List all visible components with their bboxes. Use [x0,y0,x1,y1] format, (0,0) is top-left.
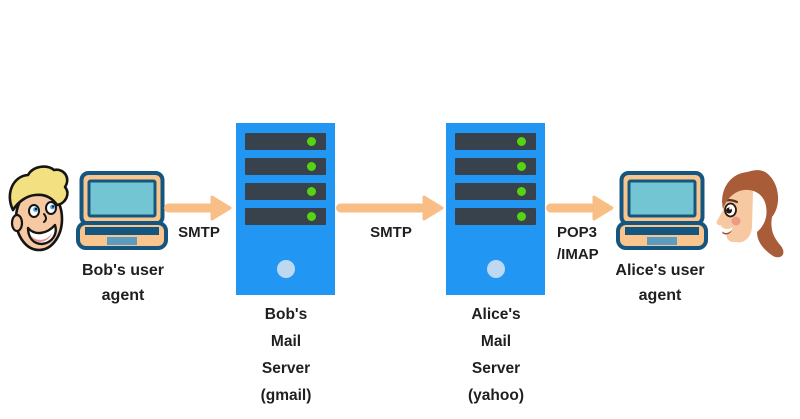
bob-laptop-icon [76,171,168,250]
alice-mail-server-icon [446,123,545,295]
led-icon [517,187,526,196]
power-light-icon [486,260,505,278]
led-icon [307,162,316,171]
smtp-label-1: SMTP [178,224,220,241]
arrow-right-icon-3 [546,195,614,221]
led-icon [307,212,316,221]
led-icon [517,162,526,171]
arrow-right-icon-2 [336,195,444,221]
rack-unit [455,208,536,225]
rack-unit [245,208,326,225]
smtp-label-2: SMTP [370,224,412,241]
power-light-icon [276,260,295,278]
server-rack [446,123,545,225]
bob-user-agent-label: Bob's user agent [81,262,165,304]
rack-unit [455,158,536,175]
alice-user-agent-label: Alice's user agent [615,262,705,304]
rack-unit [455,183,536,200]
led-icon [307,137,316,146]
led-icon [517,212,526,221]
arrow-right-icon-1 [164,195,232,221]
rack-unit [245,183,326,200]
led-icon [517,137,526,146]
rack-unit [245,158,326,175]
led-icon [307,187,316,196]
alice-laptop-icon [616,171,708,250]
bob-avatar-icon [8,165,69,252]
bob-mail-server-icon [236,123,335,295]
server-rack [236,123,335,225]
rack-unit [245,133,326,150]
rack-unit [455,133,536,150]
pop3-imap-label: POP3 /IMAP [557,224,599,263]
alice-mail-server-label: Alice's Mail Server (yahoo) [468,306,524,404]
bob-mail-server-label: Bob's Mail Server (gmail) [260,306,312,404]
alice-avatar-icon [716,170,784,258]
